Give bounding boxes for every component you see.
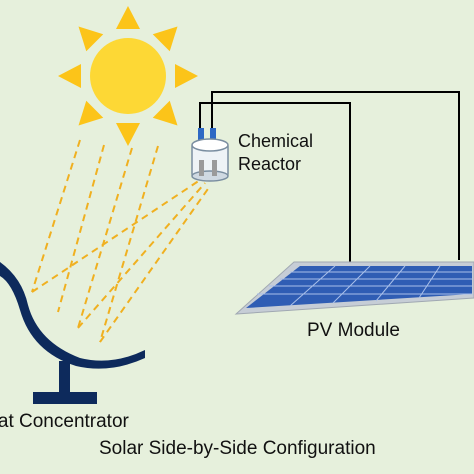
pv-module-label: PV Module: [307, 320, 400, 341]
concentrator-label: r Heat Concentrator: [0, 411, 129, 432]
chemical-reactor-icon: [191, 128, 229, 182]
pv-module-icon: [234, 261, 474, 315]
reactor-label-line1: Chemical: [238, 131, 314, 151]
heat-concentrator-icon: [0, 262, 145, 404]
reactor-label: Chemical Reactor: [238, 130, 313, 176]
configuration-caption: Solar Side-by-Side Configuration: [99, 438, 376, 459]
light-beams: [31, 139, 211, 343]
sun-icon: [58, 6, 198, 146]
reactor-label-line2: Reactor: [238, 154, 302, 174]
electrical-wires: [199, 91, 460, 262]
